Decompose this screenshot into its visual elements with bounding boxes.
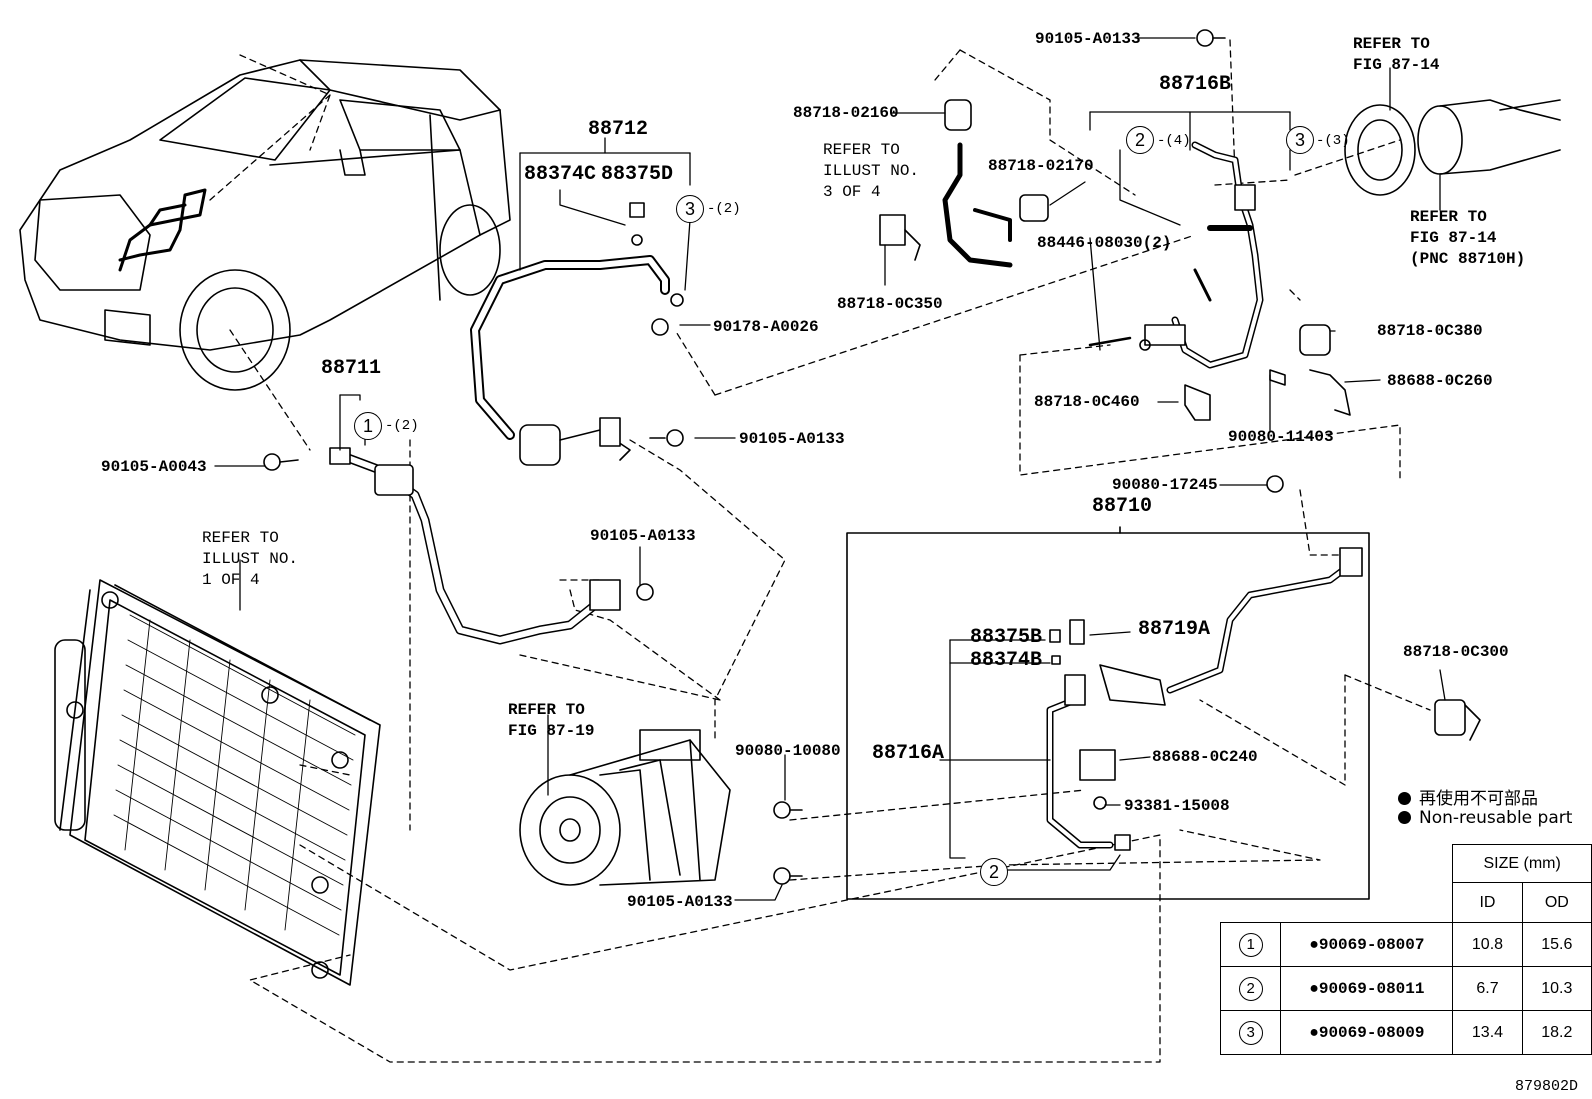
assembly-88710-box [846, 532, 1370, 900]
label-88718-0C380: 88718-0C380 [1377, 322, 1483, 340]
size-header: SIZE (mm) [1452, 844, 1592, 883]
callout-3-top: 3 [1286, 126, 1314, 154]
row-part-number: ●90069-08007 [1280, 922, 1454, 967]
compressor-illustration [519, 729, 731, 886]
label-88712: 88712 [588, 118, 649, 141]
row-od: 18.2 [1521, 1010, 1592, 1055]
bullet-icon [1398, 811, 1411, 824]
label-90105-A0133-bottom: 90105-A0133 [627, 893, 733, 911]
table-row: 3 ●90069-08009 13.4 18.2 [1219, 1010, 1592, 1055]
callout-1-88711: 1 [354, 412, 382, 440]
label-88718-0C350: 88718-0C350 [837, 295, 943, 313]
label-88716A: 88716A [872, 742, 945, 765]
label-88718-0C300: 88718-0C300 [1403, 643, 1509, 661]
label-88374C: 88374C [524, 163, 597, 186]
row-id: 13.4 [1452, 1010, 1523, 1055]
qty-4: -(4) [1157, 133, 1191, 149]
row-id: 6.7 [1452, 966, 1523, 1011]
row-mark: 2 [1238, 976, 1263, 1001]
callout-2-top: 2 [1126, 126, 1154, 154]
label-88688-0C260: 88688-0C260 [1387, 372, 1493, 390]
row-mark: 3 [1238, 1020, 1263, 1045]
row-part-number: ●90069-08011 [1280, 966, 1454, 1011]
col-id-header: ID [1452, 882, 1523, 923]
col-od-header: OD [1521, 882, 1592, 923]
label-90105-A0133-mid: 90105-A0133 [739, 430, 845, 448]
table-row: 1 ●90069-08007 10.8 15.6 [1219, 922, 1592, 967]
tube-88716B-illustration [1088, 29, 1351, 493]
qty-2-88712: -(2) [707, 201, 741, 217]
row-od: 15.6 [1521, 922, 1592, 967]
label-88718-0C460: 88718-0C460 [1034, 393, 1140, 411]
label-88716B: 88716B [1159, 73, 1232, 96]
bullet-icon [1398, 792, 1411, 805]
legend-japanese: 再使用不可部品 [1398, 784, 1538, 809]
clutch-illustration [1344, 99, 1561, 741]
hose-88711-illustration [263, 447, 654, 645]
label-88711: 88711 [321, 357, 382, 380]
vehicle-illustration [19, 59, 511, 391]
label-88710: 88710 [1092, 495, 1153, 518]
sensor-88718-illustration [879, 99, 1049, 268]
label-88374B: 88374B [970, 649, 1043, 672]
solid-leaders [214, 37, 1446, 901]
table-row: 2 ●90069-08011 6.7 10.3 [1219, 966, 1592, 1011]
label-88375B: 88375B [970, 626, 1043, 649]
row-od: 10.3 [1521, 966, 1592, 1011]
label-90105-A0133-top: 90105-A0133 [1035, 30, 1141, 48]
label-90080-10080: 90080-10080 [735, 742, 841, 760]
row-mark: 1 [1238, 932, 1263, 957]
o-ring-size-table: SIZE (mm) ID OD 1 ●90069-08007 10.8 15.6… [1219, 844, 1592, 1055]
dashed-leaders [209, 39, 1431, 1063]
label-90080-17245: 90080-17245 [1112, 476, 1218, 494]
label-93381-15008: 93381-15008 [1124, 797, 1230, 815]
label-88688-0C240: 88688-0C240 [1152, 748, 1258, 766]
condenser-illustration [54, 579, 381, 986]
label-88719A: 88719A [1138, 618, 1211, 641]
label-88375D: 88375D [601, 163, 674, 186]
callout-3-88712: 3 [676, 195, 704, 223]
label-88718-02170: 88718-02170 [988, 157, 1094, 175]
label-90178-A0026: 90178-A0026 [713, 318, 819, 336]
qty-3: -(3) [1316, 133, 1350, 149]
callout-2-bottom: 2 [980, 858, 1008, 886]
label-90105-A0133-cond: 90105-A0133 [590, 527, 696, 545]
row-part-number: ●90069-08009 [1280, 1010, 1454, 1055]
hose-88712-illustration [470, 202, 684, 466]
label-88718-02160: 88718-02160 [793, 104, 899, 122]
legend-english: Non-reusable part [1398, 808, 1572, 828]
diagram-code: 879802D [1514, 1078, 1578, 1095]
label-90105-A0043: 90105-A0043 [101, 458, 207, 476]
tube-88710-illustration [773, 547, 1363, 885]
label-90080-11403: 90080-11403 [1228, 428, 1334, 446]
label-88446-08030: 88446-08030(2) [1037, 234, 1172, 252]
row-id: 10.8 [1452, 922, 1523, 967]
qty-2-88711: -(2) [385, 418, 419, 434]
